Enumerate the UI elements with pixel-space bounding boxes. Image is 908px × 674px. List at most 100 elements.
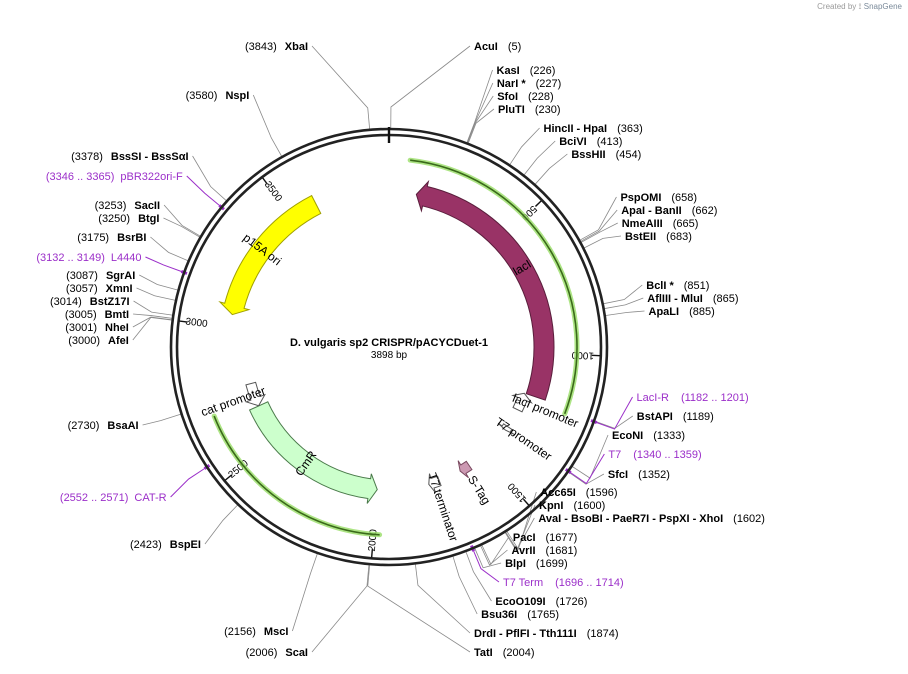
enzyme-afei[interactable]: (3000)AfeI [68,335,129,347]
t7-terminator-arrow [428,473,442,494]
enzyme-bmti[interactable]: (3005)BmtI [65,309,129,321]
enzyme-label: AvrII(1681) [511,545,577,557]
enzyme-bstapi-leader [594,415,634,429]
enzyme-bsshii[interactable]: BssHII(454) [571,149,641,161]
bp-tick-label: 3000 [185,316,209,330]
enzyme-position: (3087) [66,270,98,282]
enzyme-pspomi[interactable]: PspOMI(658) [620,192,697,204]
enzyme-paci[interactable]: PacI(1677) [513,532,577,544]
enzyme-bstz17i-leader [133,300,173,316]
enzyme-acui-leader [390,45,471,129]
primer-laci-r[interactable]: LacI-R(1182 .. 1201) [637,392,749,404]
enzyme-position: (662) [692,205,718,217]
enzyme-acc65i[interactable]: Acc65I (1596) [540,487,617,499]
enzyme-position: (1189) [683,411,714,423]
enzyme-position: (683) [666,231,692,243]
enzyme-nmeaiii[interactable]: NmeAIII(665) [622,218,699,230]
enzyme-avai-bsobi-paer7i-pspxi-xhoi[interactable]: AvaI - BsoBI - PaeR7I - PspXI - XhoI(160… [538,513,765,525]
feature-outer-arcs [211,157,580,538]
enzyme-sfci[interactable]: SfcI(1352) [608,469,670,481]
enzyme-apali[interactable]: ApaLI(885) [649,306,715,318]
t7-promoter-label: T7 promoter [493,415,555,464]
enzyme-name: SfoI [497,91,518,103]
enzyme-bstapi[interactable]: BstAPI (1189) [637,411,714,423]
enzyme-avrii[interactable]: AvrII(1681) [511,545,577,557]
enzyme-position: (3175) [77,232,109,244]
primer-pbr322ori-f[interactable]: (3346 .. 3365)pBR322ori-F [46,171,183,183]
enzyme-name: TatI [474,647,493,659]
enzyme-label: SfoI(228) [497,91,553,103]
enzyme-position: (230) [535,104,561,116]
enzyme-scai[interactable]: (2006)ScaI [246,647,308,659]
enzyme-name: BssSI - BssSαI [111,151,189,163]
enzyme-kpni[interactable]: KpnI(1600) [539,500,605,512]
enzyme-hincii-hpai[interactable]: HincII - HpaI(363) [544,123,643,135]
enzyme-pluti-leader [467,108,495,144]
enzyme-sfoi[interactable]: SfoI(228) [497,91,553,103]
primer-l4440[interactable]: (3132 .. 3149)L4440 [36,252,141,264]
enzyme-label: (3000)AfeI [68,335,129,347]
enzyme-label: (3014)BstZ17I [50,296,130,308]
enzyme-position: (3005) [65,309,97,321]
enzyme-bsaai[interactable]: (2730)BsaAI [68,420,139,432]
enzyme-label: (3580)NspI [186,90,250,102]
enzyme-bstz17i[interactable]: (3014)BstZ17I [50,296,130,308]
enzyme-label: BstAPI (1189) [637,411,714,423]
enzyme-bsrbi[interactable]: (3175)BsrBI [77,232,146,244]
enzyme-xmni[interactable]: (3057)XmnI [66,283,133,295]
enzyme-name: AflIII - MluI [647,293,703,305]
enzyme-position: (3001) [65,322,97,334]
enzyme-name: BstEII [625,231,656,243]
enzyme-apai-banii[interactable]: ApaI - BanII(662) [621,205,717,217]
primer-t7-term[interactable]: T7 Term(1696 .. 1714) [503,577,624,589]
enzyme-bcli-leader [603,284,643,305]
enzyme-acc65i-leader [506,491,537,551]
enzyme-label: BclI *(851) [646,280,709,292]
enzyme-tati[interactable]: TatI (2004) [474,647,535,659]
cat-promoter-arrow [244,381,266,407]
enzyme-bsteii[interactable]: BstEII (683) [625,231,692,243]
enzyme-name: XbaI [285,41,308,53]
enzyme-bsssi-bsss-i[interactable]: (3378)BssSI - BssSαI [71,151,188,163]
enzyme-position: (1596) [586,487,618,499]
enzyme-position: (3253) [95,200,127,212]
enzyme-position: (2004) [503,647,535,659]
enzyme-bmti-leader [133,313,172,319]
enzyme-name: Acc65I [540,487,575,499]
enzyme-position: (413) [597,136,623,148]
enzyme-bcli[interactable]: BclI *(851) [646,280,709,292]
enzyme-econi[interactable]: EcoNI(1333) [612,430,685,442]
enzyme-drdi-pflfi-tth111i-leader [415,564,471,634]
enzyme-ecoo109i[interactable]: EcoO109I(1726) [495,596,587,608]
enzyme-bspei[interactable]: (2423)BspEI [130,539,201,551]
enzyme-label: (3087)SgrAI [66,270,135,282]
enzyme-xbai[interactable]: (3843)XbaI [245,41,308,53]
enzyme-sacii[interactable]: (3253)SacII [95,200,160,212]
enzyme-kasi[interactable]: KasI(226) [497,65,556,77]
enzyme-name: BstAPI [637,411,673,423]
enzyme-position: (3250) [98,213,130,225]
enzyme-drdi-pflfi-tth111i[interactable]: DrdI - PflFI - Tth111I(1874) [474,628,618,640]
enzyme-msci[interactable]: (2156)MscI [224,626,288,638]
enzyme-btgi[interactable]: (3250)BtgI [98,213,159,225]
enzyme-nhei[interactable]: (3001)NheI [65,322,129,334]
enzyme-blpi[interactable]: BlpI(1699) [505,558,568,570]
enzyme-sgrai[interactable]: (3087)SgrAI [66,270,135,282]
enzyme-label: (3057)XmnI [66,283,133,295]
enzyme-tati-leader [367,565,471,653]
enzyme-acui[interactable]: AcuI(5) [474,41,521,53]
primer-cat-r[interactable]: (2552 .. 2571)CAT-R [60,492,167,504]
enzyme-name: HincII - HpaI [544,123,608,135]
enzyme-position: (1352) [638,469,670,481]
enzyme-afliii-mlui[interactable]: AflIII - MluI(865) [647,293,738,305]
enzyme-label: BciVI(413) [559,136,622,148]
primer-t7[interactable]: T7(1340 .. 1359) [608,449,701,461]
enzyme-pluti[interactable]: PluTI(230) [498,104,561,116]
enzyme-bsu36i[interactable]: Bsu36I(1765) [481,609,559,621]
t7-promoter-arrow [497,422,515,436]
enzyme-bcivi[interactable]: BciVI(413) [559,136,622,148]
enzyme-nari[interactable]: NarI *(227) [497,78,561,90]
enzyme-nspi[interactable]: (3580)NspI [186,90,250,102]
primer-range: (2552 .. 2571) [60,492,129,504]
